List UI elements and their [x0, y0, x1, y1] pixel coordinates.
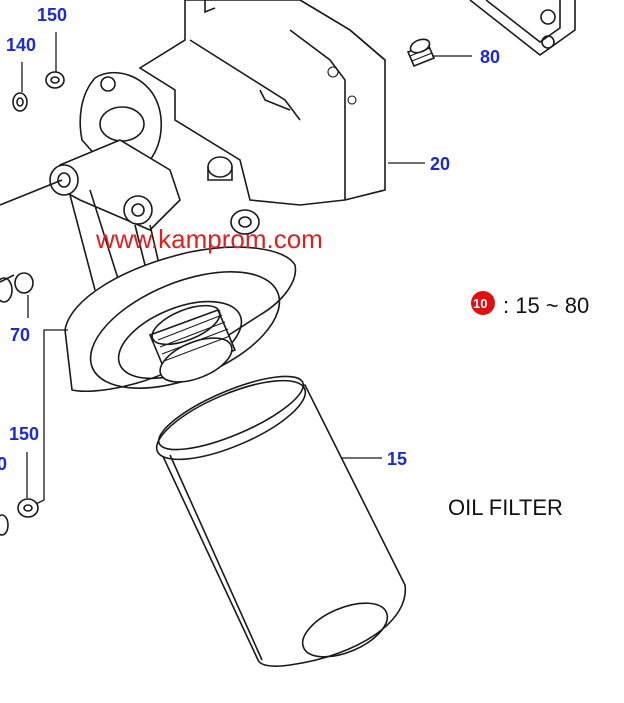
filter-head-body	[138, 0, 386, 206]
callout-0-edge: 0	[0, 454, 7, 474]
torque-range-text: : 15 ~ 80	[503, 293, 589, 318]
watermark-text: www.kamprom.com	[95, 224, 323, 254]
filter-cartridge	[155, 375, 406, 667]
callout-20: 20	[430, 154, 450, 174]
torque-badge-icon	[471, 291, 495, 315]
plug-bolt-80	[406, 38, 436, 68]
left-edge-parts	[0, 71, 65, 536]
callout-80: 80	[480, 47, 500, 67]
callout-15: 15	[387, 449, 407, 469]
torque-badge-number: 10	[473, 296, 487, 311]
callout-150-top: 150	[37, 5, 67, 25]
callout-140: 140	[6, 35, 36, 55]
threaded-nipple	[148, 304, 237, 383]
torque-legend: 10 : 15 ~ 80	[471, 291, 589, 318]
mounting-bracket	[49, 139, 260, 291]
leader-lines	[21, 32, 472, 505]
callout-70: 70	[10, 325, 30, 345]
cover-plate-fragment	[469, 0, 576, 56]
diagram-title: OIL FILTER	[448, 495, 563, 520]
callout-150-bottom: 150	[9, 424, 39, 444]
